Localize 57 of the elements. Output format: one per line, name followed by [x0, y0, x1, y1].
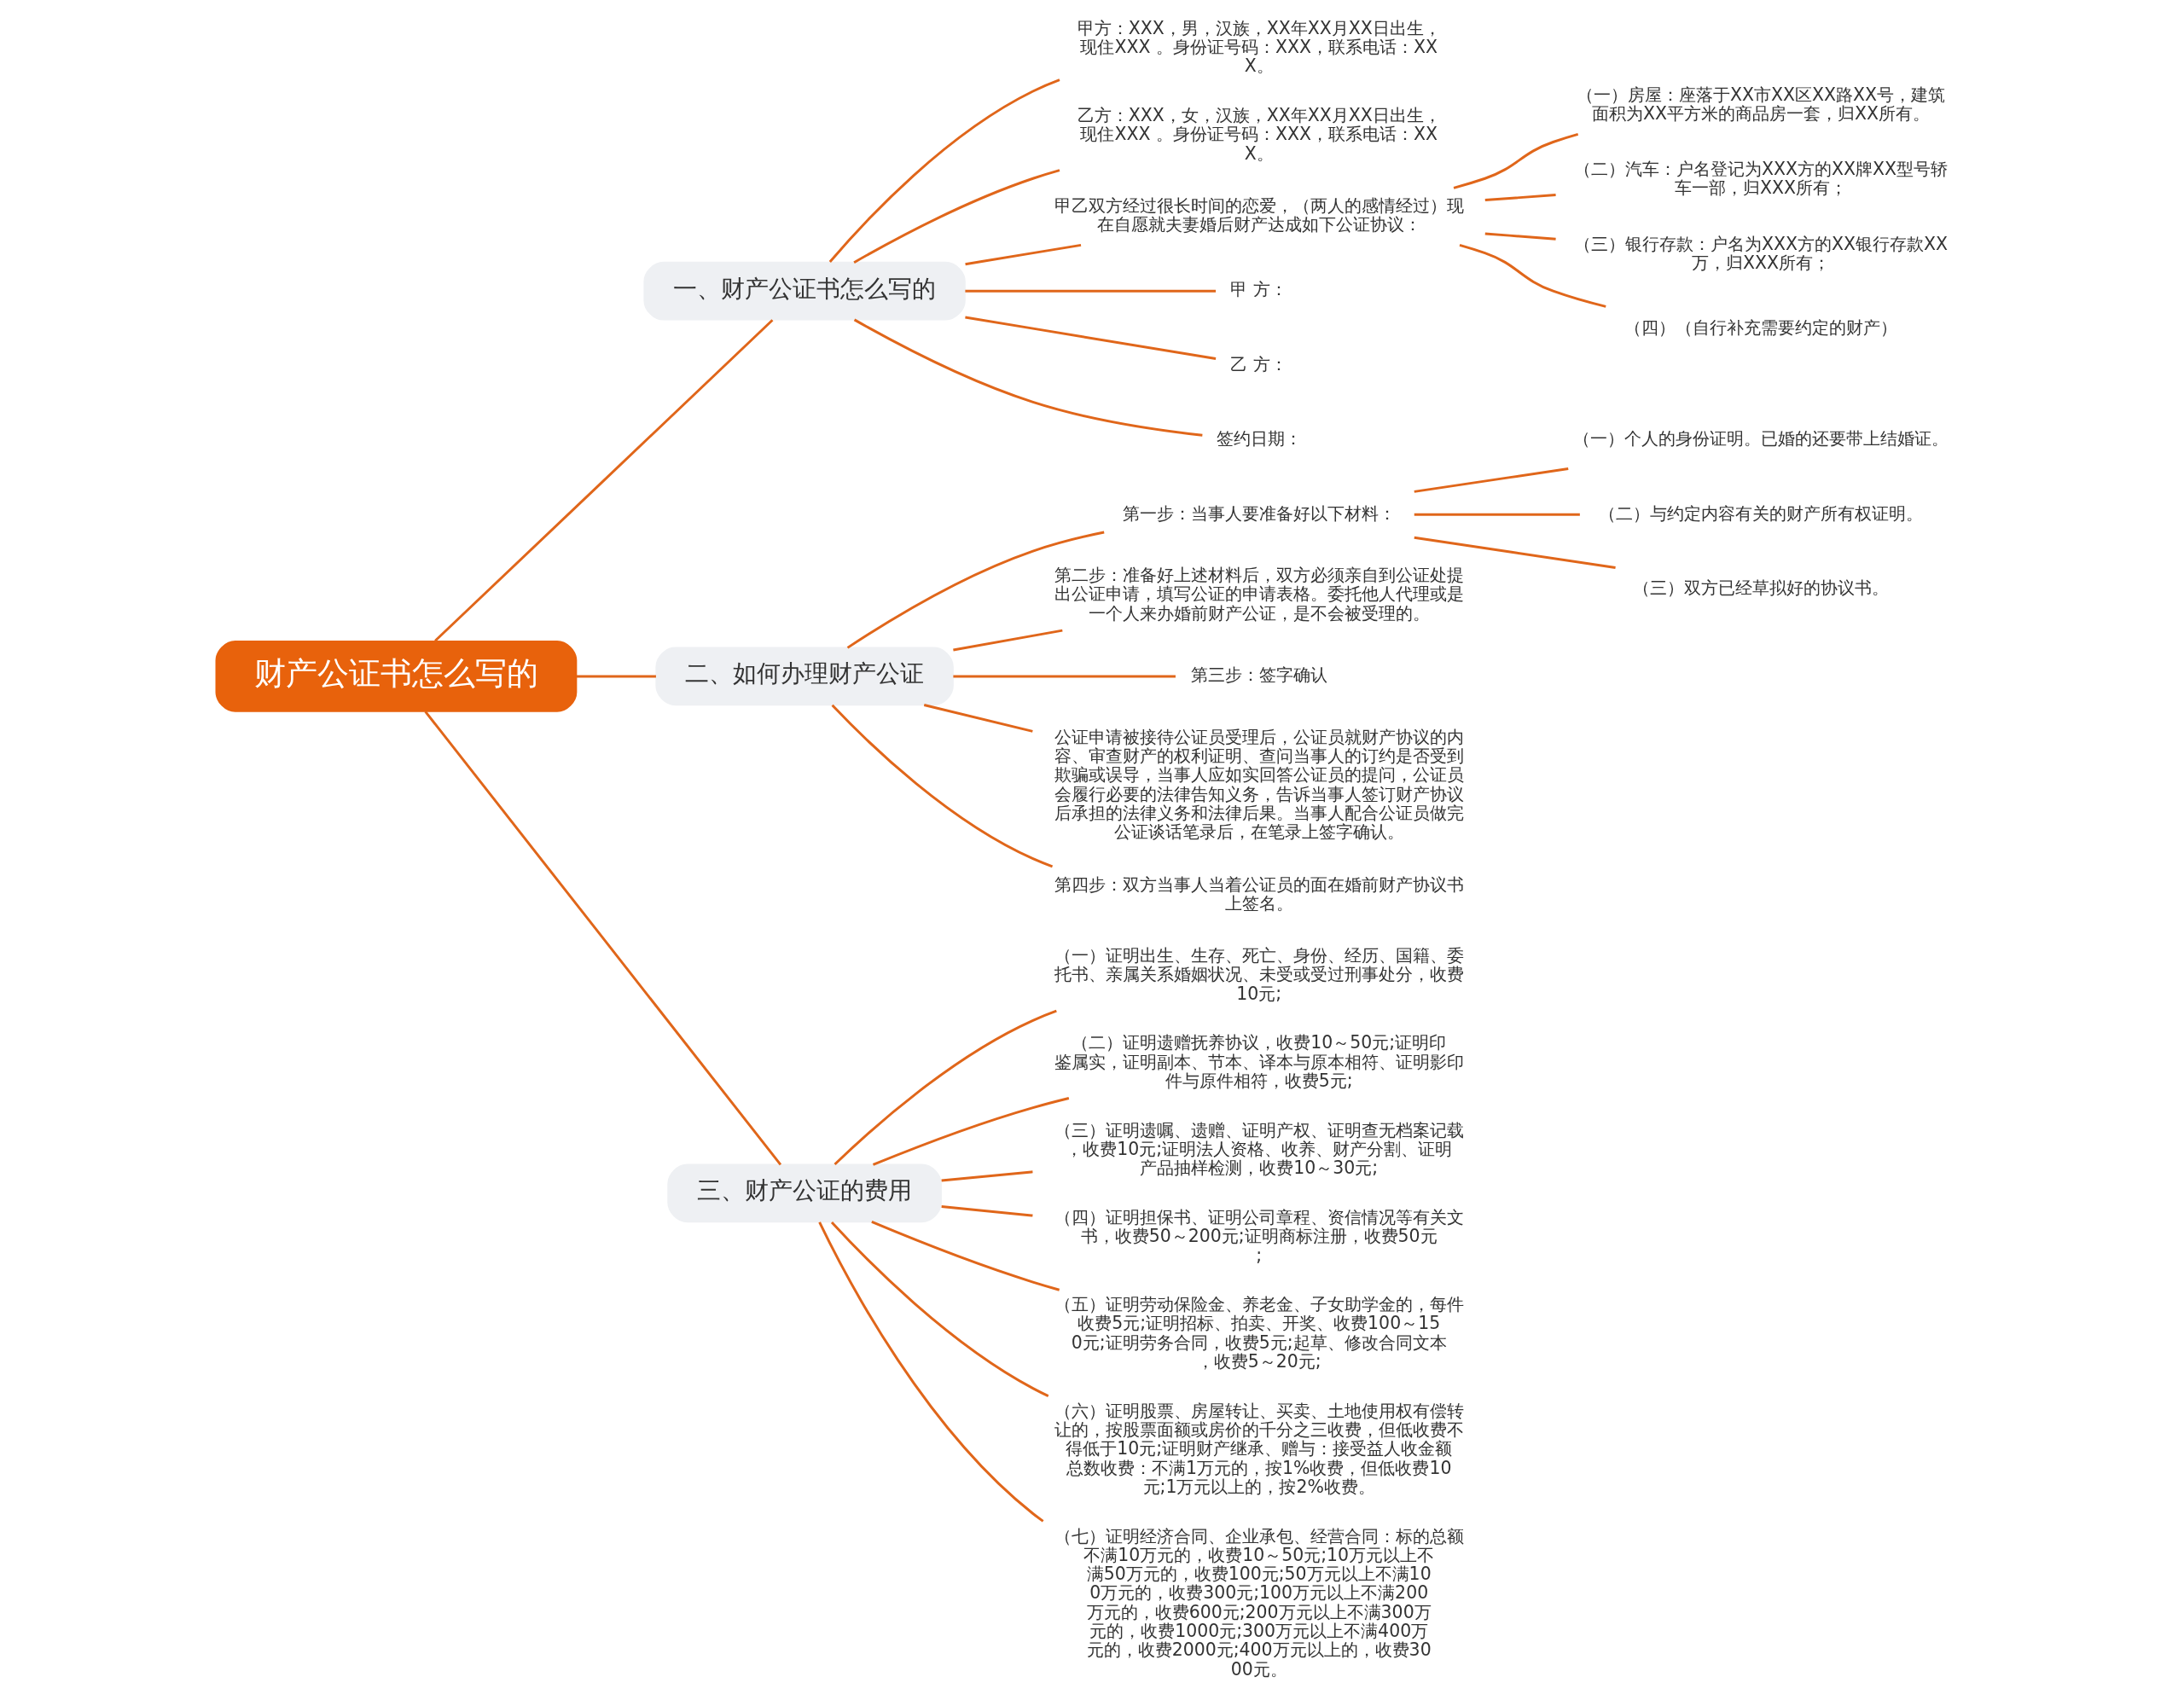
node-text: 第四步：双方当事人当着公证员的面在婚前财产协议书上签名。: [1054, 873, 1464, 914]
connector: [817, 1221, 1044, 1523]
connector: [423, 711, 781, 1166]
connector: [1484, 194, 1556, 202]
connector: [941, 1170, 1033, 1182]
node-text: （二）汽车：户名登记为XXX方的XX牌XX型号轿车一部，归XXX所有；: [1573, 159, 1948, 199]
connector: [952, 675, 1176, 678]
connector: [830, 1221, 1048, 1397]
connector: [964, 289, 1216, 293]
node-text: （三）双方已经草拟好的协议书。: [1632, 577, 1889, 598]
node-text: （六）证明股票、房屋转让、买卖、土地使用权有偿转让的，按股票面额或房价的千分之三收费，但低收费不得低于10元;证明财产继承、赠与：接受益人收金额总数收费：不满1万元的，按1%收费，但低收费10元;1万元以上的，按2%收费。: [1054, 1400, 1464, 1497]
connector: [576, 675, 656, 678]
node-text: 甲方：XXX，男，汉族，XX年XX月XX日出生，现住XXX 。身份证号码：XXX，联系电话：XXX。: [1077, 17, 1441, 77]
node-text: （四）（自行补充需要约定的财产）: [1623, 317, 1897, 339]
node-text: （七）证明经济合同、企业承包、经营合同：标的总额不满10万元的，收费10～50元;10万元以上不满50万元的，收费100元;50万元以上不满100万元的，收费300元;100万元以上不满200万元的，收费600元;200万元以上不满300万元的，收费1000元;300万元以上不满400万元的，收费2000元;400万元以上的，收费3000元。: [1054, 1525, 1464, 1680]
connector: [846, 531, 1104, 649]
connector: [964, 243, 1081, 266]
node-text: （一）房屋：座落于XX市XX区XX路XX号，建筑面积为XX平方米的商品房一套，归XX所有。: [1576, 84, 1945, 125]
connector: [870, 1221, 1060, 1291]
node-box: 一、财产公证书怎么写的: [642, 261, 966, 321]
node-text: （一）个人的身份证明。已婚的还要带上结婚证。: [1572, 428, 1949, 450]
connector: [964, 316, 1216, 360]
node-text: 甲乙双方经过很长时间的恋爱，（两人的感情经过）现在自愿就夫妻婚后财产达成如下公证协议：: [1054, 194, 1464, 235]
connector: [1414, 513, 1580, 516]
node-text: 公证申请被接待公证员受理后，公证员就财产协议的内容、审查财产的权利证明、查问当事人的订约是否受到欺骗或误导，当事人应如实回答公证员的提问，公证员会履行必要的法律告知义务，告诉当事人签订财产协议后承担的法律义务和法律后果。当事人配合公证员做完公证谈话笔录后，在笔录上签字确认。: [1054, 726, 1464, 843]
connector: [1414, 467, 1568, 493]
node-text: （三）证明遗嘱、遗赠、证明产权、证明查无档案记载，收费10元;证明法人资格、收养、财产分割、证明产品抽样检测，收费10～30元;: [1054, 1119, 1464, 1179]
node-text: （四）证明担保书、证明公司章程、资信情况等有关文书，收费50～200元;证明商标注册，收费50元;: [1054, 1206, 1464, 1266]
connector: [1484, 232, 1556, 241]
connector: [1414, 536, 1616, 569]
node-text: （二）与约定内容有关的财产所有权证明。: [1598, 502, 1923, 524]
node-text: （五）证明劳动保险金、养老金、子女助学金的，每件收费5元;证明招标、拍卖、开奖、收费100～150元;证明劳务合同，收费5元;起草、修改合同文本，收费5～20元;: [1054, 1294, 1464, 1372]
connector: [433, 319, 773, 642]
node-box: 财产公证书怎么写的: [215, 641, 577, 712]
connector: [872, 1097, 1069, 1166]
connector: [941, 1205, 1033, 1217]
node-text: （二）证明遗赠抚养协议，收费10～50元;证明印鉴属实，证明副本、节本、译本与原本相符、证明影印件与原件相符，收费5元;: [1054, 1032, 1464, 1092]
node-text: （一）证明出生、生存、死亡、身份、经历、国籍、委托书、亲属关系婚姻状况、未受或受过刑事处分，收费10元;: [1054, 945, 1464, 1004]
connector: [952, 629, 1063, 652]
node-box: 二、如何办理财产公证: [654, 647, 954, 706]
node-text: 第三步：签字确认: [1190, 664, 1327, 686]
node-text: （三）银行存款：户名为XXX方的XX银行存款XX万，归XXX所有；: [1573, 233, 1948, 273]
connector: [834, 1009, 1057, 1166]
node-text: 乙 方：: [1229, 353, 1287, 374]
node-box: 三、财产公证的费用: [666, 1163, 942, 1223]
node-text: 第二步：准备好上述材料后，双方必须亲自到公证处提出公证申请，填写公证的申请表格。委托他人代理或是一个人来办婚前财产公证，是不会被受理的。: [1054, 565, 1464, 624]
node-text: 甲 方：: [1229, 279, 1287, 300]
connector: [828, 78, 1060, 263]
connector: [1459, 243, 1606, 308]
connector: [831, 704, 1053, 868]
connector: [853, 318, 1203, 437]
connector: [923, 704, 1033, 733]
connector: [852, 169, 1060, 264]
node-text: 第一步：当事人要准备好以下材料：: [1122, 502, 1396, 524]
connector: [1453, 132, 1578, 189]
node-text: 签约日期：: [1216, 428, 1302, 450]
node-text: 乙方：XXX，女，汉族，XX年XX月XX日出生，现住XXX 。身份证号码：XXX，联系电话：XXX。: [1077, 104, 1441, 164]
